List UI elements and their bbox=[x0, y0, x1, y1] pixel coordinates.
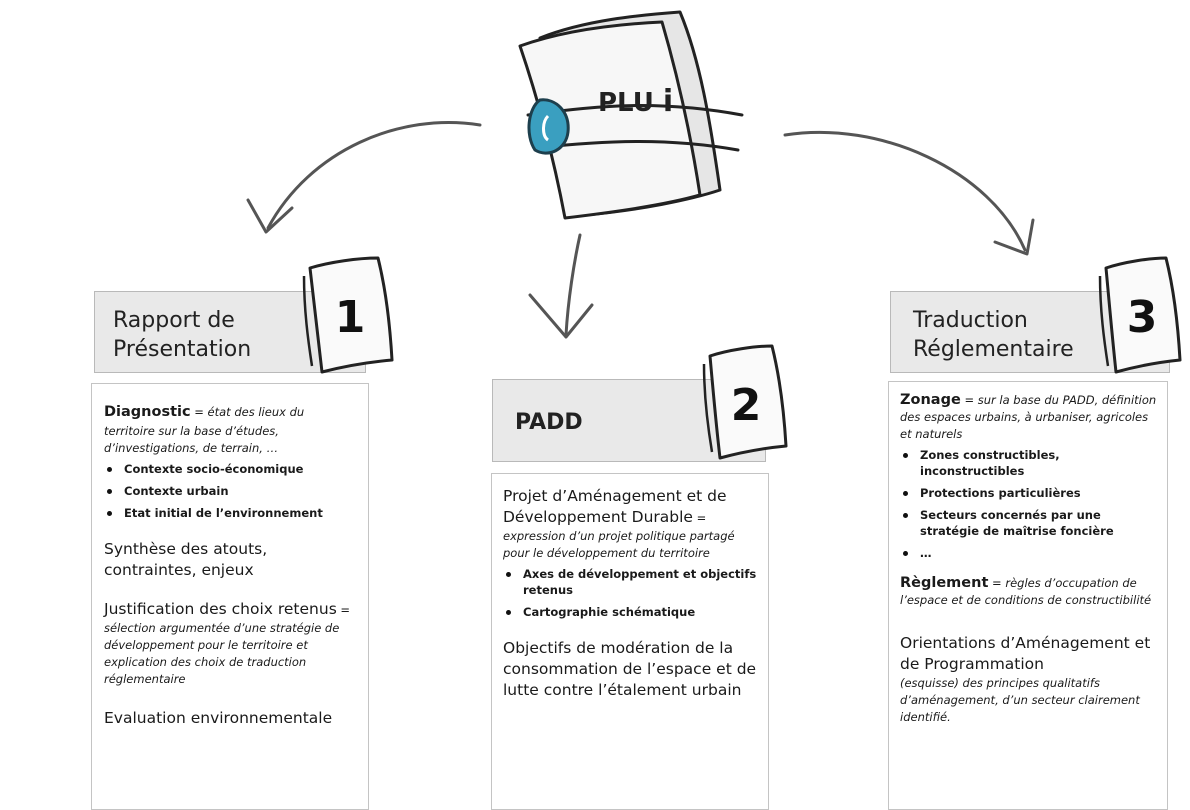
diagnostic-title: Diagnostic bbox=[104, 404, 191, 420]
list-item: Zones constructibles, inconstructibles bbox=[900, 447, 1159, 479]
plui-label: PLU i bbox=[598, 84, 673, 119]
synthese-title: Synthèse des atouts, contraintes, enjeux bbox=[104, 540, 268, 579]
pillar-3-content: Zonage = sur la base du PADD, définition… bbox=[888, 381, 1168, 810]
reglement-eq: = bbox=[988, 576, 1006, 590]
padd-projet-description: expression d’un projet politique partagé… bbox=[503, 529, 735, 560]
diagnostic-description: état des lieux du territoire sur la base… bbox=[104, 405, 305, 455]
pillar-3-title-line1: Traduction bbox=[913, 308, 1028, 333]
oap-description: (esquisse) des principes qualitatifs d’a… bbox=[900, 676, 1140, 724]
list-item: Cartographie schématique bbox=[503, 604, 758, 620]
list-item: Secteurs concernés par une stratégie de … bbox=[900, 507, 1159, 539]
diagnostic-eq: = bbox=[190, 405, 208, 419]
padd-projet-title: Projet d’Aménagement et de Développement… bbox=[503, 487, 727, 526]
reglement-description: règles d’occupation de l’espace et de co… bbox=[900, 576, 1152, 607]
pillar-1-number: 1 bbox=[334, 292, 366, 343]
pillar-1-title: Rapport de Présentation bbox=[113, 306, 251, 364]
justification-description: sélection argumentée d’une stratégie de … bbox=[104, 621, 340, 686]
pillar-3-title: Traduction Réglementaire bbox=[913, 306, 1074, 364]
zonage-eq: = bbox=[960, 393, 978, 407]
list-item: … bbox=[900, 545, 1159, 561]
arrow-head-3 bbox=[993, 218, 1035, 256]
pillar-2-number: 2 bbox=[730, 380, 762, 431]
list-item: Etat initial de l’environnement bbox=[104, 505, 358, 521]
list-item: Protections particulières bbox=[900, 485, 1159, 501]
pillar-3-number: 3 bbox=[1126, 292, 1158, 343]
list-item: Contexte socio-économique bbox=[104, 461, 358, 477]
pillar-1-title-line1: Rapport de bbox=[113, 308, 235, 333]
plui-label-suffix: i bbox=[662, 84, 674, 119]
evaluation-title: Evaluation environnementale bbox=[104, 709, 333, 727]
arrow-to-pillar-2 bbox=[564, 233, 582, 337]
justification-title: Justification des choix retenus bbox=[104, 600, 337, 618]
pillar-1-title-line2: Présentation bbox=[113, 337, 252, 362]
arrow-to-pillar-3 bbox=[783, 130, 1027, 252]
pillar-2-title: PADD bbox=[515, 410, 583, 435]
zonage-list: Zones constructibles, inconstructibles P… bbox=[900, 447, 1159, 561]
arrow-head-1 bbox=[246, 198, 294, 234]
diagnostic-list: Contexte socio-économique Contexte urbai… bbox=[104, 461, 358, 521]
padd-list: Axes de développement et objectifs reten… bbox=[503, 566, 758, 620]
pillar-3-title-line2: Réglementaire bbox=[913, 337, 1074, 362]
arrow-to-pillar-1 bbox=[266, 121, 482, 230]
oap-title: Orientations d’Aménagement et de Program… bbox=[900, 634, 1151, 673]
list-item: Contexte urbain bbox=[104, 483, 358, 499]
zonage-title: Zonage bbox=[900, 392, 961, 408]
reglement-title: Règlement bbox=[900, 575, 989, 591]
list-item: Axes de développement et objectifs reten… bbox=[503, 566, 758, 598]
pillar-2-content: Projet d’Aménagement et de Développement… bbox=[491, 473, 769, 810]
pillar-1-content: Diagnostic = état des lieux du territoir… bbox=[91, 383, 369, 810]
padd-projet-eq: = bbox=[692, 511, 707, 525]
arrow-head-2 bbox=[528, 293, 594, 339]
zonage-description: sur la base du PADD, définition des espa… bbox=[900, 393, 1157, 441]
justification-eq: = bbox=[336, 603, 351, 617]
plui-label-main: PLU bbox=[598, 88, 654, 118]
padd-objectifs: Objectifs de modération de la consommati… bbox=[503, 639, 757, 699]
